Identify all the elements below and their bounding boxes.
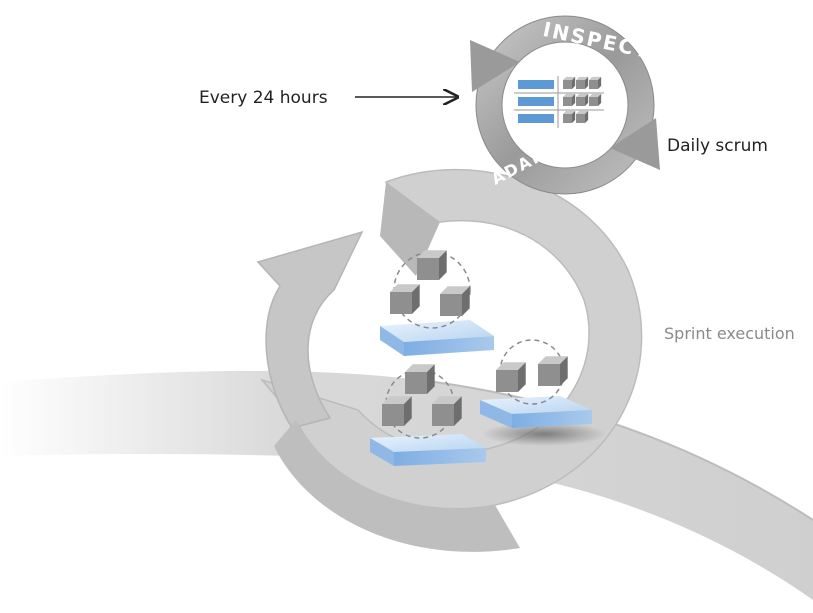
board-cube: [576, 110, 589, 123]
task-cube: [417, 250, 447, 280]
daily-scrum-label: Daily scrum: [667, 136, 768, 156]
task-cube: [432, 396, 462, 426]
board-cube: [589, 76, 602, 89]
task-cubes: [382, 250, 568, 426]
board-cube: [576, 76, 589, 89]
tray-shadow: [482, 422, 606, 446]
every-24-hours-label: Every 24 hours: [199, 88, 328, 108]
board-cube: [563, 76, 576, 89]
task-cube: [496, 362, 526, 392]
task-cube: [405, 364, 435, 394]
sprint-cycle-front: [274, 420, 520, 552]
task-cube: [390, 284, 420, 314]
task-cube: [382, 396, 412, 426]
mini-task-board: [514, 76, 604, 128]
task-cube: [538, 356, 568, 386]
inspect-adapt-cycle: INSPECT ADAPT: [470, 15, 660, 195]
board-cube: [563, 110, 576, 123]
sprint-cycle-tail-arrow: [256, 230, 364, 429]
board-cube: [589, 93, 602, 106]
work-tray-2: [480, 396, 592, 428]
board-cube: [576, 93, 589, 106]
work-tray-1: [380, 320, 494, 356]
task-cube: [440, 286, 470, 316]
work-tray-3: [370, 434, 486, 466]
board-cube: [563, 93, 576, 106]
timeline-ribbon-edge: [419, 379, 813, 521]
sprint-execution-label: Sprint execution: [664, 324, 795, 343]
